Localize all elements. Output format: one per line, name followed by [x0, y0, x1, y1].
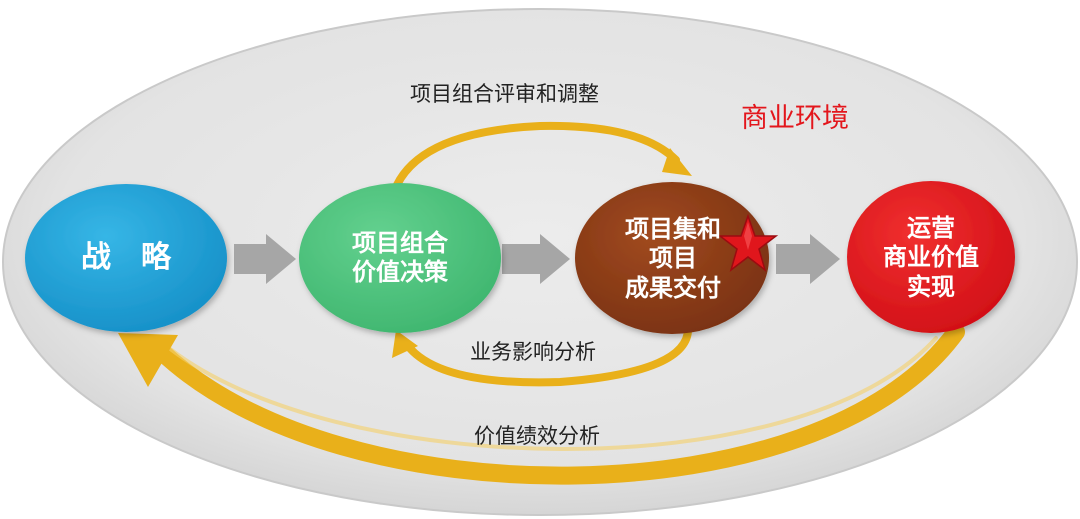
portfolio-value-decision-node [299, 183, 501, 333]
forward-arrow-1 [234, 234, 296, 284]
portfolio-review-loop-arrow [388, 121, 692, 202]
forward-arrow-3 [776, 234, 840, 284]
strategy-node [25, 184, 227, 332]
star-icon [717, 213, 779, 272]
business-impact-loop-arrow [392, 322, 693, 387]
business-value-realization-node [847, 181, 1015, 333]
forward-arrow-2 [502, 234, 570, 284]
value-performance-loop-arrow [118, 323, 965, 485]
program-delivery-node [575, 182, 769, 334]
